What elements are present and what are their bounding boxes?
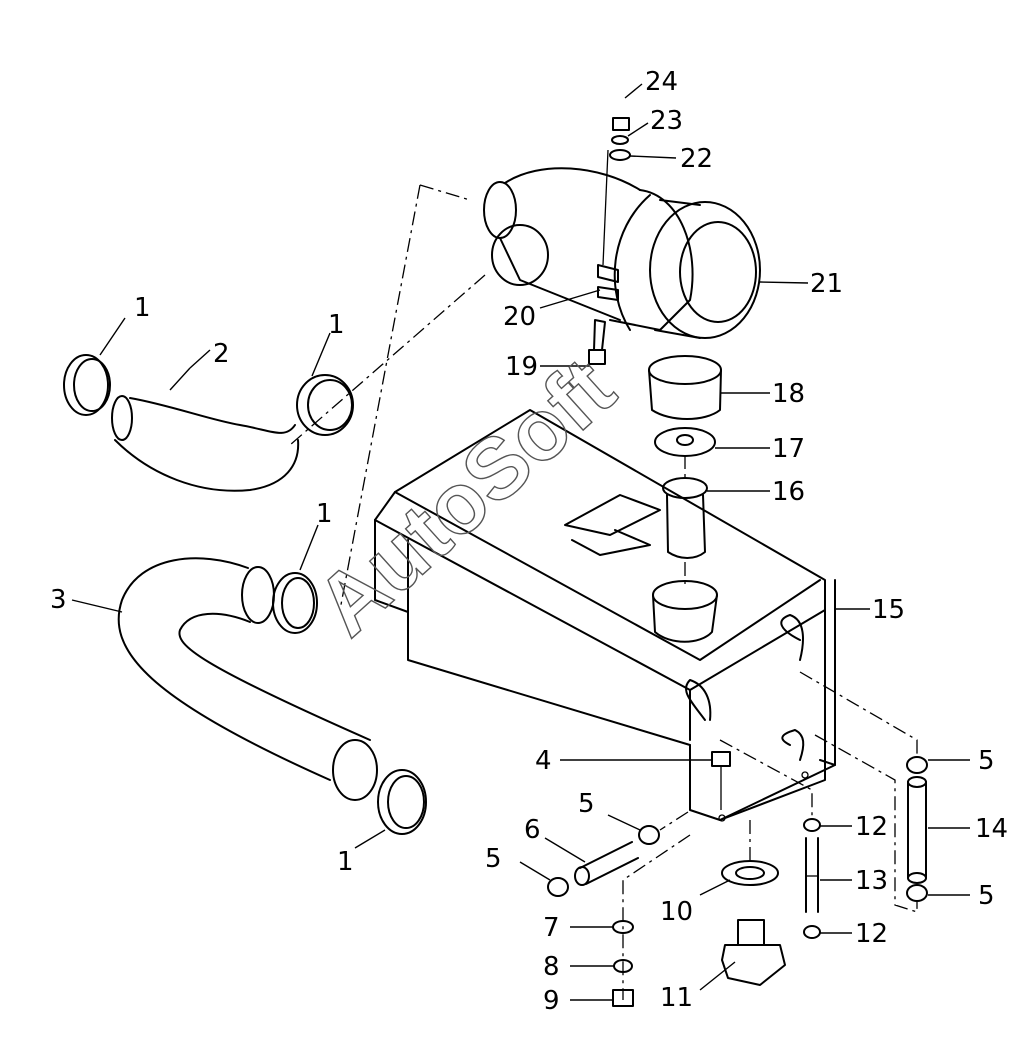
callout-18: 18 bbox=[772, 379, 805, 409]
hose-path-line-a bbox=[419, 184, 471, 201]
hose-path-line-b bbox=[339, 184, 421, 611]
callout-5-bottom-right: 5 bbox=[978, 881, 995, 911]
drain-line-rod bbox=[719, 739, 813, 818]
callout-21: 21 bbox=[810, 269, 843, 299]
callout-15: 15 bbox=[872, 595, 905, 625]
callout-9: 9 bbox=[543, 986, 560, 1016]
callout-1-upper-right: 1 bbox=[328, 310, 345, 340]
clamp-1-upper-right bbox=[296, 374, 354, 436]
callout-5-lower: 5 bbox=[485, 844, 502, 874]
flat-washer-22 bbox=[609, 149, 631, 161]
tube-14 bbox=[907, 776, 927, 884]
callout-16: 16 bbox=[772, 477, 805, 507]
bolt-19 bbox=[588, 319, 606, 365]
plug-12-top bbox=[803, 818, 821, 832]
callout-2: 2 bbox=[213, 339, 230, 369]
callout-22: 22 bbox=[680, 144, 713, 174]
callout-19: 19 bbox=[505, 352, 538, 382]
drain-line-right-lower bbox=[814, 734, 918, 913]
plug-5-upper bbox=[638, 825, 660, 845]
hose-3 bbox=[117, 557, 378, 801]
callout-1-lower: 1 bbox=[337, 847, 354, 877]
callout-20: 20 bbox=[503, 302, 536, 332]
plug-12-bottom bbox=[803, 925, 821, 939]
rod-13 bbox=[805, 837, 819, 913]
drain-line-right-upper bbox=[799, 671, 918, 757]
tube-6 bbox=[574, 841, 639, 886]
callout-17: 17 bbox=[772, 434, 805, 464]
callout-12-top: 12 bbox=[855, 812, 888, 842]
hose-2 bbox=[111, 395, 300, 492]
lock-washer-23 bbox=[611, 135, 629, 145]
tank-15 bbox=[374, 409, 836, 822]
callout-14: 14 bbox=[975, 814, 1008, 844]
callout-10: 10 bbox=[660, 897, 693, 927]
clamp-band-20 bbox=[597, 149, 619, 301]
callout-13: 13 bbox=[855, 866, 888, 896]
plug-5-lower bbox=[547, 877, 569, 897]
callout-24: 24 bbox=[645, 67, 678, 97]
neck-16 bbox=[652, 477, 718, 643]
plug-5-top-right bbox=[906, 756, 928, 774]
drain-line-tube bbox=[659, 811, 689, 831]
callout-1-upper-left: 1 bbox=[134, 293, 151, 323]
callout-5-top-right: 5 bbox=[978, 746, 995, 776]
nut-24 bbox=[612, 117, 630, 131]
clamp-1-upper-left bbox=[63, 354, 111, 416]
callout-3: 3 bbox=[50, 585, 67, 615]
callout-labels: 24 23 22 21 20 19 18 17 16 15 4 5 14 5 1… bbox=[50, 67, 1008, 1016]
callout-8: 8 bbox=[543, 952, 560, 982]
callout-4: 4 bbox=[535, 746, 552, 776]
gasket-10 bbox=[721, 860, 779, 886]
callout-23: 23 bbox=[650, 106, 683, 136]
plug-5-bottom-right bbox=[906, 884, 928, 902]
callout-11: 11 bbox=[660, 983, 693, 1013]
screw-4 bbox=[711, 751, 731, 810]
clamp-1-lower bbox=[377, 769, 427, 835]
air-cleaner-21 bbox=[483, 167, 761, 339]
callout-12-bottom: 12 bbox=[855, 919, 888, 949]
leader-lines bbox=[71, 83, 970, 1001]
callout-6: 6 bbox=[524, 815, 541, 845]
element-17 bbox=[654, 427, 716, 457]
callout-7: 7 bbox=[543, 913, 560, 943]
callout-5-upper: 5 bbox=[578, 789, 595, 819]
plug-11 bbox=[721, 919, 786, 986]
cap-18 bbox=[648, 355, 722, 420]
hose-path-line-c bbox=[289, 274, 486, 446]
callout-1-middle: 1 bbox=[316, 499, 333, 529]
